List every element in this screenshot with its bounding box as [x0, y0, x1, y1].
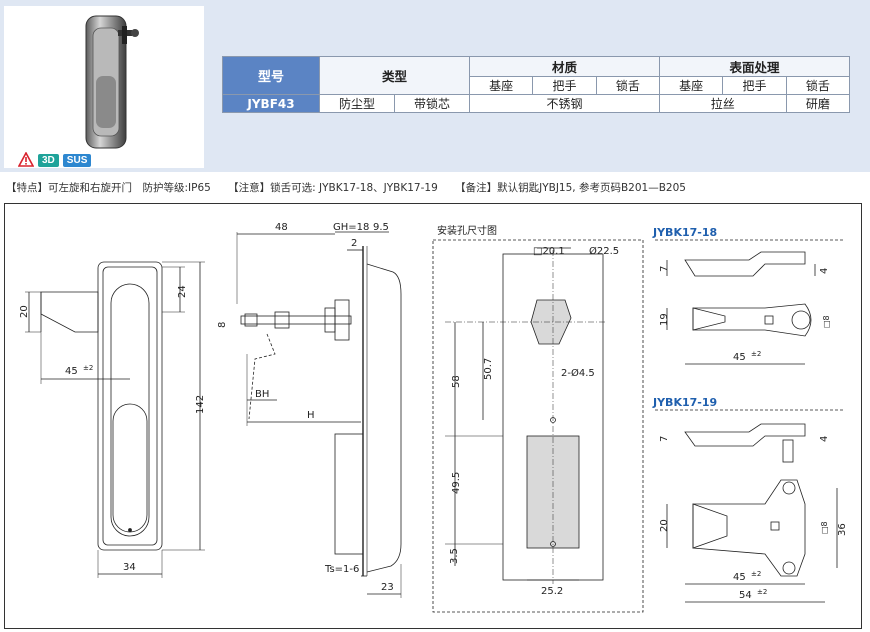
- dim-k18-4: 4: [819, 268, 830, 274]
- product-photo-panel: 3D SUS: [4, 6, 204, 168]
- surface-tongue: 锁舌: [785, 76, 851, 95]
- dim-front-20: 20: [19, 305, 30, 318]
- dim-front-34: 34: [123, 562, 136, 573]
- material-base: 基座: [468, 76, 534, 95]
- dim-cutout-25-2: 25.2: [541, 586, 563, 597]
- badge-sus: SUS: [62, 153, 92, 167]
- model-header: 型号: [222, 56, 320, 95]
- material-value: 不锈钢: [469, 94, 660, 113]
- type2-value: 带锁芯: [394, 94, 470, 113]
- side-view: [236, 231, 402, 598]
- dim-side-9-5: 9.5: [373, 222, 389, 233]
- product-photo: [85, 15, 139, 149]
- surface-value: 拉丝: [658, 94, 787, 113]
- notes-line: 【特点】可左旋和右旋开门 防护等级:IP65 【注意】锁舌可选: JYBK17-…: [6, 180, 700, 195]
- dim-side-h: H: [307, 410, 315, 421]
- dim-side-23: 23: [381, 582, 394, 593]
- model-value: JYBF43: [222, 94, 320, 113]
- dim-side-8: 8: [217, 322, 228, 328]
- dim-side-ts: Ts=1-6: [324, 564, 359, 575]
- material-header: 材质: [469, 56, 660, 77]
- dim-k18-45: 45: [733, 352, 746, 363]
- dim-cutout-50-7: 50.7: [483, 358, 494, 380]
- dim-side-48: 48: [275, 222, 288, 233]
- dim-cutout-58: 58: [451, 375, 462, 388]
- dim-cutout-3-5: 3.5: [449, 548, 460, 564]
- dim-k19-20: 20: [659, 519, 670, 532]
- cutout-title: 安装孔尺寸图: [437, 224, 497, 237]
- technical-drawing: 20 45 ±2 24 142 34 48 GH=18 9.5 2: [4, 203, 862, 629]
- warning-icon: [18, 152, 34, 167]
- dim-k19-4: 4: [819, 436, 830, 442]
- dim-k19-36: 36: [837, 523, 848, 536]
- dim-k19-54: 54: [739, 590, 752, 601]
- dim-k18-19: 19: [659, 313, 670, 326]
- tongue-k18-view: [655, 239, 845, 365]
- feature-note: 【特点】可左旋和右旋开门 防护等级:IP65: [6, 182, 211, 194]
- dim-side-gh: GH=18: [333, 222, 369, 233]
- material-tongue: 锁舌: [595, 76, 660, 95]
- dim-k18-tol: ±2: [751, 350, 761, 358]
- dim-side-2: 2: [351, 238, 357, 249]
- surface-handle: 把手: [722, 76, 787, 95]
- dim-k18-7: 7: [659, 266, 670, 272]
- dim-k18-sq8: □8: [822, 315, 831, 328]
- dim-cutout-hole: 2-Ø4.5: [561, 367, 595, 379]
- front-view: [25, 261, 205, 578]
- dim-k19-7: 7: [659, 436, 670, 442]
- dim-cutout-49-5: 49.5: [451, 472, 462, 494]
- dim-k19-45: 45: [733, 572, 746, 583]
- tongue-k19-view: [655, 409, 845, 603]
- k19-title: JYBK17-19: [652, 396, 717, 409]
- dim-k19-sq8: □8: [820, 521, 829, 534]
- spec-table: 型号 类型 材质 表面处理 基座 把手 锁舌 基座 把手 锁舌 JYBF43 防…: [222, 56, 851, 113]
- surface-tongue-value: 研磨: [785, 94, 851, 113]
- dim-k19-54-tol: ±2: [757, 588, 767, 596]
- dim-cutout-dia: Ø22.5: [589, 245, 619, 257]
- remark-note: 【备注】默认钥匙JYBJ15, 参考页码B201—B205: [455, 182, 686, 194]
- dim-front-142: 142: [195, 395, 206, 414]
- cutout-view: [432, 239, 644, 613]
- badge-3d: 3D: [38, 153, 59, 167]
- material-handle: 把手: [532, 76, 597, 95]
- type1-value: 防尘型: [319, 94, 395, 113]
- dim-side-bh: BH: [255, 389, 269, 400]
- surface-header: 表面处理: [658, 56, 851, 77]
- dim-cutout-sq: □20.1: [533, 246, 565, 257]
- dim-front-45: 45: [65, 366, 78, 377]
- type-header: 类型: [319, 56, 470, 95]
- caution-note: 【注意】锁舌可选: JYBK17-18、JYBK17-19: [228, 182, 438, 194]
- surface-base: 基座: [658, 76, 724, 95]
- dim-front-24: 24: [177, 285, 188, 298]
- dim-front-45-tol: ±2: [83, 364, 93, 372]
- dim-k19-45-tol: ±2: [751, 570, 761, 578]
- k18-title: JYBK17-18: [652, 226, 717, 239]
